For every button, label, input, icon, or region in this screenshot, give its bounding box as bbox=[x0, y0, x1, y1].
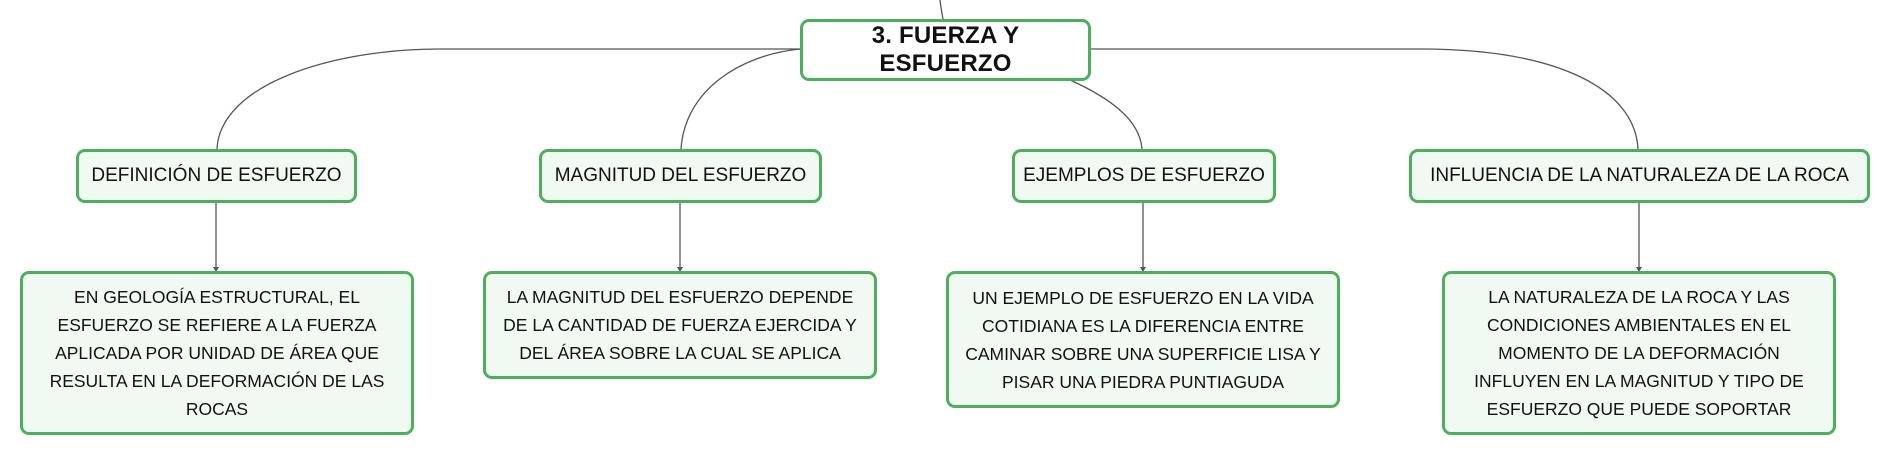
topic-node-influencia-title: INFLUENCIA DE LA NATURALEZA DE LA ROCA bbox=[1430, 165, 1849, 186]
topic-node-ejemplos-title: EJEMPLOS DE ESFUERZO bbox=[1023, 165, 1265, 186]
connector-root-to-definicion bbox=[216, 48, 800, 150]
connector-root-to-magnitud bbox=[680, 48, 801, 150]
connector-parent-to-root bbox=[939, 0, 944, 20]
detail-node-ejemplos-text: UN EJEMPLO DE ESFUERZO EN LA VIDA COTIDI… bbox=[965, 287, 1321, 392]
connector-root-to-influencia bbox=[1091, 48, 1639, 150]
topic-node-definicion[interactable]: DEFINICIÓN DE ESFUERZO bbox=[76, 149, 357, 203]
detail-node-magnitud[interactable]: LA MAGNITUD DEL ESFUERZO DEPENDE DE LA C… bbox=[483, 271, 877, 379]
root-node-title: 3. FUERZA Y ESFUERZO bbox=[871, 22, 1020, 77]
detail-node-influencia[interactable]: LA NATURALEZA DE LA ROCA Y LAS CONDICION… bbox=[1442, 271, 1836, 435]
arrowhead-ejemplos bbox=[1140, 267, 1146, 272]
detail-node-definicion-text: EN GEOLOGÍA ESTRUCTURAL, EL ESFUERZO SE … bbox=[49, 287, 385, 419]
topic-node-influencia[interactable]: INFLUENCIA DE LA NATURALEZA DE LA ROCA bbox=[1409, 149, 1870, 203]
detail-node-magnitud-text: LA MAGNITUD DEL ESFUERZO DEPENDE DE LA C… bbox=[503, 287, 857, 363]
topic-node-magnitud[interactable]: MAGNITUD DEL ESFUERZO bbox=[539, 149, 822, 203]
topic-node-definicion-title: DEFINICIÓN DE ESFUERZO bbox=[91, 165, 342, 186]
topic-node-magnitud-title: MAGNITUD DEL ESFUERZO bbox=[554, 165, 807, 186]
root-node[interactable]: 3. FUERZA Y ESFUERZO bbox=[800, 19, 1091, 81]
detail-node-ejemplos[interactable]: UN EJEMPLO DE ESFUERZO EN LA VIDA COTIDI… bbox=[946, 271, 1340, 408]
detail-node-influencia-text: LA NATURALEZA DE LA ROCA Y LAS CONDICION… bbox=[1474, 287, 1804, 419]
topic-node-ejemplos[interactable]: EJEMPLOS DE ESFUERZO bbox=[1012, 149, 1276, 203]
arrowhead-definicion bbox=[213, 267, 219, 272]
detail-node-definicion[interactable]: EN GEOLOGÍA ESTRUCTURAL, EL ESFUERZO SE … bbox=[20, 271, 414, 435]
arrowhead-influencia bbox=[1636, 267, 1642, 272]
connector-root-to-ejemplos bbox=[1069, 79, 1143, 150]
arrowhead-magnitud bbox=[677, 267, 683, 272]
